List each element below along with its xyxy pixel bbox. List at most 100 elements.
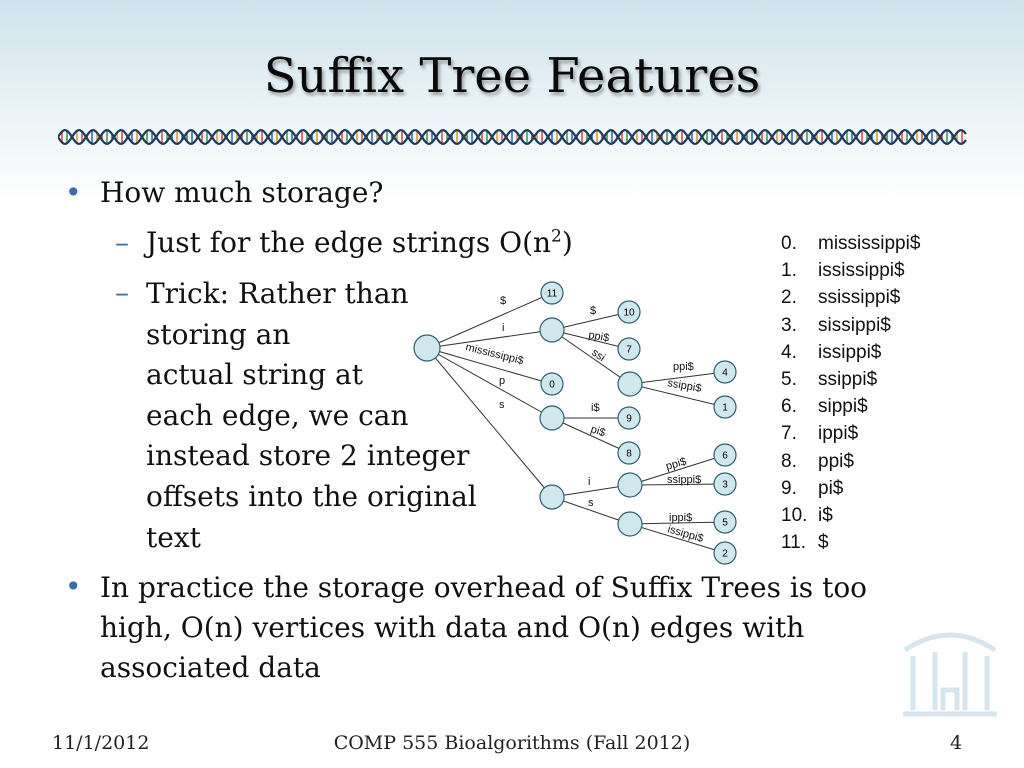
leaf-label: 3: [722, 480, 728, 491]
suffix-text: mississippi$: [818, 233, 921, 254]
bullet-dot: •: [65, 176, 82, 209]
sub-bullet-edge-strings: Just for the edge strings O(n2): [146, 226, 573, 259]
leaf-label: 1: [722, 403, 728, 414]
suffix-text: i$: [818, 505, 833, 527]
dna-divider: [58, 129, 967, 145]
sub-bullet-trick: Trick: Rather than storing an actual str…: [146, 274, 477, 558]
internal-node: [617, 511, 643, 537]
suffix-text: sissippi$: [818, 314, 891, 336]
suffix-index: 6.: [781, 396, 797, 418]
suffix-text: $: [818, 532, 829, 554]
suffix-index: 0.: [781, 233, 797, 254]
leaf-node: 4: [713, 360, 737, 384]
edge-labels: $ i mississippi$ p s $ ppi$ ssi i$ pi$ p…: [464, 295, 704, 545]
suffix-row: 4. issippi$: [781, 339, 920, 366]
sub1-prefix: Just for the edge strings O(n: [146, 226, 552, 259]
suffix-text: ssippi$: [818, 369, 878, 391]
suffix-row: 7. ippi$: [781, 420, 920, 447]
suffix-text: ississippi$: [818, 260, 905, 282]
edge-label: s: [499, 399, 505, 411]
leaf-label: 7: [626, 345, 632, 356]
suffix-row: 3. sissippi$: [781, 312, 920, 339]
dna-strand: [58, 129, 967, 145]
internal-node: [539, 405, 565, 431]
slide-title: Suffix Tree Features: [263, 48, 761, 104]
leaf-label: 4: [722, 368, 728, 379]
overhead-line: In practice the storage overhead of Suff…: [100, 571, 868, 604]
trick-line: text: [146, 520, 201, 554]
internal-node: [617, 371, 643, 397]
edge-label: mississippi$: [464, 341, 524, 367]
suffix-list: 0.mississippi$ 1.ississippi$ 2.ssissippi…: [781, 230, 920, 556]
suffix-index: 5.: [781, 369, 797, 391]
suffix-index: 8.: [781, 450, 797, 472]
leaf-label: 8: [626, 449, 632, 460]
internal-node: [617, 472, 643, 498]
leaf-label: 11: [547, 289, 558, 300]
bullet-how-much-storage: How much storage?: [100, 176, 384, 209]
leaf-label: 9: [626, 414, 632, 425]
bullet-dot: •: [65, 570, 82, 603]
suffix-tree-diagram: $ i mississippi$ p s $ ppi$ ssi i$ pi$ p…: [413, 281, 737, 565]
edge-label: ppi$: [665, 456, 688, 473]
leaf-node: 6: [713, 443, 737, 467]
suffix-text: ippi$: [818, 423, 859, 445]
suffix-index: 3.: [781, 314, 797, 336]
suffix-index: 4.: [781, 341, 797, 363]
edge-label: i: [502, 322, 504, 334]
suffix-index: 7.: [781, 423, 797, 445]
suffix-row: 10. i$: [781, 502, 920, 529]
suffix-row: 8. ppi$: [781, 448, 920, 475]
leaf-node: 11: [540, 281, 564, 305]
suffix-row: 11. $: [781, 529, 920, 556]
suffix-text: pi$: [818, 477, 844, 499]
internal-nodes: [413, 317, 643, 537]
edge-label: ssippi$: [667, 474, 701, 486]
leaf-node: 7: [617, 337, 641, 361]
suffix-text: issippi$: [818, 341, 882, 363]
edge-label: issippi$: [666, 523, 705, 545]
suffix-text: ppi$: [818, 450, 854, 472]
bullet-storage-overhead: In practice the storage overhead of Suff…: [100, 568, 867, 688]
dash-marker: –: [115, 276, 129, 309]
suffix-index: 9.: [781, 477, 797, 499]
trick-line: offsets into the original: [146, 479, 477, 513]
leaf-node: 5: [713, 510, 737, 534]
edge-label: $: [590, 305, 596, 317]
trick-line: storing an: [146, 317, 291, 351]
suffix-row: 1.ississippi$: [781, 257, 920, 284]
leaf-label: 6: [722, 451, 728, 462]
sub1-suffix: ): [561, 226, 573, 259]
edge-label: ppi$: [587, 329, 610, 344]
suffix-row: 6. sippi$: [781, 393, 920, 420]
edge-label: ppi$: [673, 361, 694, 373]
dna-strand: [58, 129, 967, 145]
dash-marker: –: [115, 226, 129, 259]
suffix-row: 0. mississippi$: [781, 230, 920, 257]
suffix-text: ssissippi$: [818, 287, 901, 309]
leaf-node: 0: [540, 372, 564, 396]
edge-label: ssi: [589, 347, 607, 365]
footer-date: 11/1/2012: [52, 732, 150, 754]
edge-label: p: [499, 375, 505, 387]
edge-label: pi$: [589, 423, 607, 439]
suffix-index: 11.: [781, 532, 807, 554]
trick-line: Trick: Rather than: [146, 277, 409, 310]
edge-label: i$: [591, 402, 600, 414]
leaf-node: 8: [617, 441, 641, 465]
leaf-node: 10: [617, 300, 641, 324]
trick-line: each edge, we can: [146, 398, 409, 432]
footer-course: COMP 555 Bioalgorithms (Fall 2012): [333, 732, 691, 754]
suffix-text: sippi$: [818, 396, 868, 418]
footer-page-number: 4: [950, 732, 963, 754]
internal-node: [539, 317, 565, 343]
edge-label: ssippi$: [666, 377, 702, 395]
leaf-label: 5: [722, 518, 728, 529]
edge-label: ippi$: [669, 512, 692, 524]
internal-node: [539, 484, 565, 510]
leaf-node: 1: [713, 395, 737, 419]
suffix-index: 10.: [781, 505, 808, 527]
leaf-node: 2: [713, 541, 737, 565]
leaf-node: 3: [713, 472, 737, 496]
old-well-logo-icon: [903, 632, 997, 717]
